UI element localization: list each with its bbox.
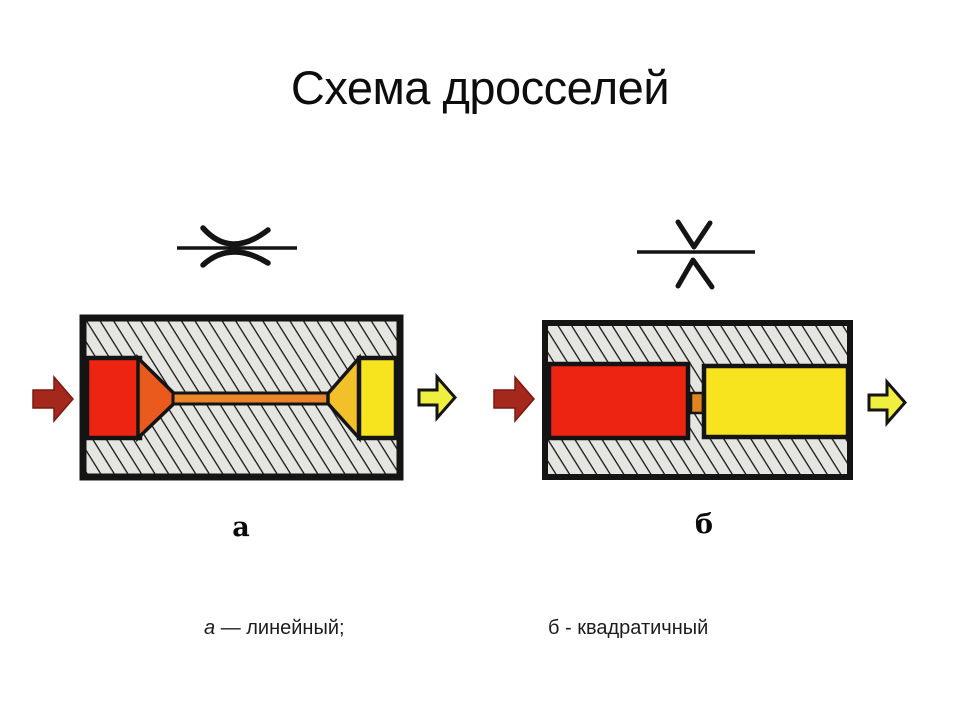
figure-b-label: б — [694, 509, 713, 540]
caption-b-text: б - квадратичный — [548, 617, 709, 639]
inlet-chamber — [84, 355, 143, 441]
linear-throttle-diagram — [32, 314, 457, 481]
figure-a-label: а — [232, 512, 250, 543]
flow-out-arrow-icon — [867, 378, 907, 427]
outlet-chamber — [356, 355, 399, 441]
orifice-opening — [689, 391, 705, 415]
slide-title: Схема дросселей — [290, 61, 670, 114]
capillary-channel — [171, 391, 330, 406]
linear-throttle-symbol-icon — [177, 225, 297, 268]
caption-a-lead: а — [204, 617, 216, 639]
quadratic-throttle-diagram — [493, 320, 907, 480]
outlet-chamber — [701, 363, 851, 440]
inlet-chamber — [546, 361, 691, 441]
caption-a-text: — линейный; — [220, 617, 345, 639]
caption-b: б - квадратичный — [548, 617, 708, 640]
flow-in-arrow-icon — [32, 374, 74, 424]
quadratic-orifice-symbol-icon — [637, 219, 755, 290]
caption-a: а — линейный; — [204, 617, 345, 640]
flow-out-arrow-icon — [417, 373, 457, 422]
flow-in-arrow-icon — [493, 374, 535, 424]
throttle-body-border — [79, 314, 404, 481]
